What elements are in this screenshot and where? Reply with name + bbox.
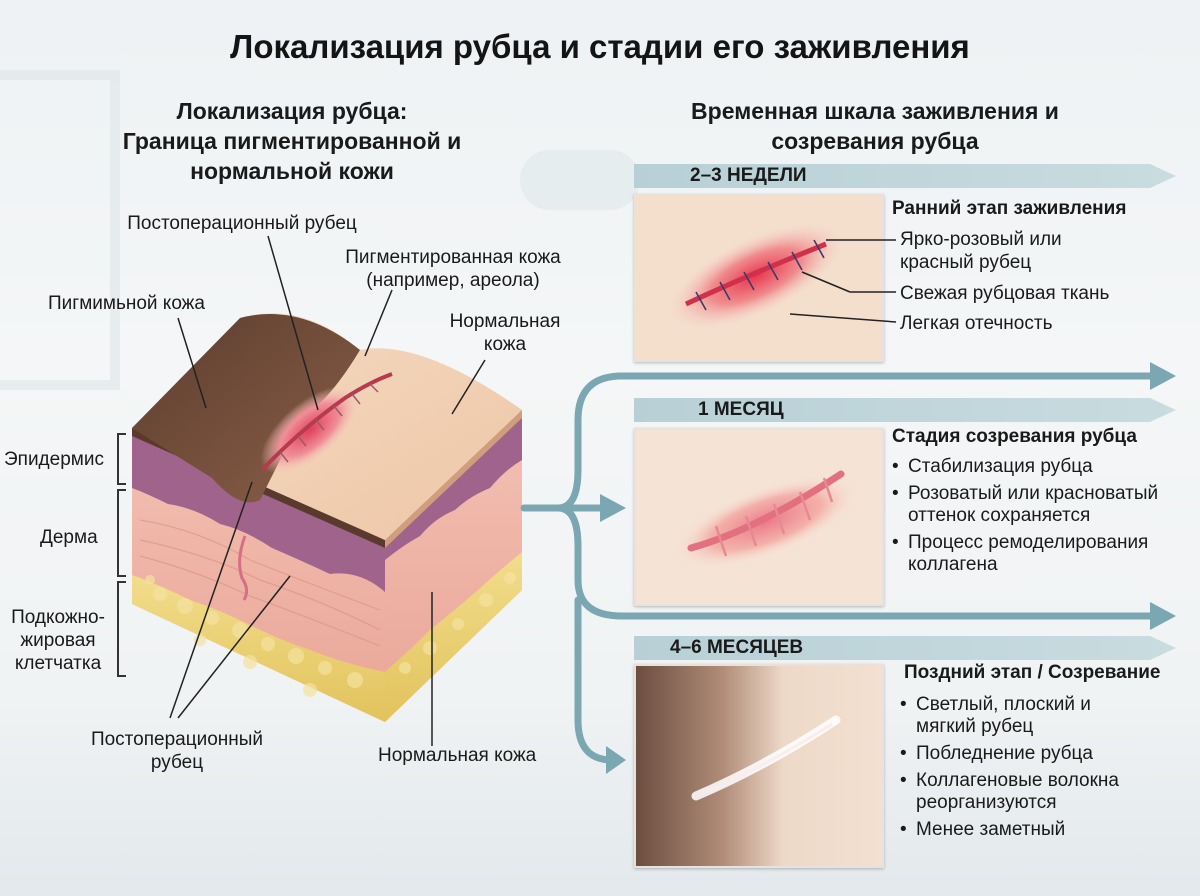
label-line: клетчатка <box>14 653 102 674</box>
early-callout-lines <box>790 239 897 323</box>
stage-photo-early <box>634 194 884 362</box>
stage-banner-label: 4–6 МЕСЯЦЕВ <box>670 637 804 658</box>
left-title-line: нормальной кожи <box>190 158 394 184</box>
callout-line: Ярко-розовый или <box>900 229 1062 250</box>
right-title-line: Временная шкала заживления и <box>691 98 1059 124</box>
early-callout-color: Ярко-розовый или красный рубец <box>900 228 1062 274</box>
list-item: Менее заметный <box>900 819 1190 841</box>
fresh-scar-image <box>636 196 882 360</box>
flow-arrows <box>520 372 1154 764</box>
layer-brackets <box>117 433 126 677</box>
label-line: (например, ареола) <box>366 270 540 291</box>
label-pigm-skin: Пигмимьной кожа <box>48 293 205 314</box>
label-subcutaneous-fat: Подкожно- жировая клетчатка <box>0 606 116 675</box>
stage-photo-maturation <box>634 428 884 606</box>
label-line: рубец <box>150 752 204 773</box>
left-section-title: Локализация рубца: Граница пигментирован… <box>92 96 492 186</box>
list-item: Побледнение рубца <box>900 743 1190 765</box>
label-pigmented-skin: Пигментированная кожа (например, ареола) <box>318 246 588 292</box>
early-callout-swelling: Легкая отечность <box>900 313 1053 334</box>
stage-photo-late <box>634 664 884 868</box>
left-title-line: Локализация рубца: <box>176 98 408 124</box>
arrow-heads <box>600 362 1176 774</box>
list-item: Стабилизация рубца <box>892 456 1192 478</box>
right-title-line: созревания рубца <box>771 128 979 154</box>
right-section-title: Временная шкала заживления и созревания … <box>640 96 1110 156</box>
stage-banner-label: 2–3 НЕДЕЛИ <box>690 165 807 186</box>
skin-callout-lines <box>169 235 486 746</box>
callout-line: красный рубец <box>900 252 1032 273</box>
page-title: Локализация рубца и стадии его заживлени… <box>230 28 970 65</box>
label-line: Подкожно- <box>11 607 105 628</box>
label-normal-skin-top: Нормальная кожа <box>430 310 580 356</box>
stage-heading-late: Поздний этап / Созревание <box>904 662 1161 683</box>
label-scar-bottom: Постоперационный рубец <box>62 728 292 774</box>
stage-banner-4-6-months: 4–6 МЕСЯЦЕВ <box>634 636 1176 660</box>
early-callout-fresh-tissue: Свежая рубцовая ткань <box>900 283 1110 304</box>
stage-banner-2-3-weeks: 2–3 НЕДЕЛИ <box>634 164 1176 188</box>
label-line: Пигментированная кожа <box>345 247 561 268</box>
label-epidermis: Эпидермис <box>4 449 104 470</box>
label-line: Постоперационный <box>90 729 264 750</box>
label-scar-top: Постоперационный рубец <box>127 213 357 234</box>
stage-banner-1-month: 1 МЕСЯЦ <box>634 398 1176 422</box>
maturation-bullets: Стабилизация рубца Розоватый или краснов… <box>892 456 1192 581</box>
label-line: кожа <box>483 334 527 355</box>
label-line: Нормальная <box>449 311 561 332</box>
block-right-face <box>385 410 522 722</box>
stage-heading-early: Ранний этап заживления <box>892 198 1127 219</box>
label-normal-skin-bottom: Нормальная кожа <box>378 745 537 766</box>
stage-heading-maturation: Стадия созревания рубца <box>892 426 1137 447</box>
stage-banner-label: 1 МЕСЯЦ <box>698 399 784 420</box>
mature-scar-image <box>636 666 882 866</box>
left-title-line: Граница пигментированной и <box>122 128 462 154</box>
block-top-face <box>132 313 522 540</box>
maturing-scar-image <box>636 430 882 604</box>
label-line: жировая <box>20 630 96 651</box>
label-dermis: Дерма <box>40 527 98 548</box>
